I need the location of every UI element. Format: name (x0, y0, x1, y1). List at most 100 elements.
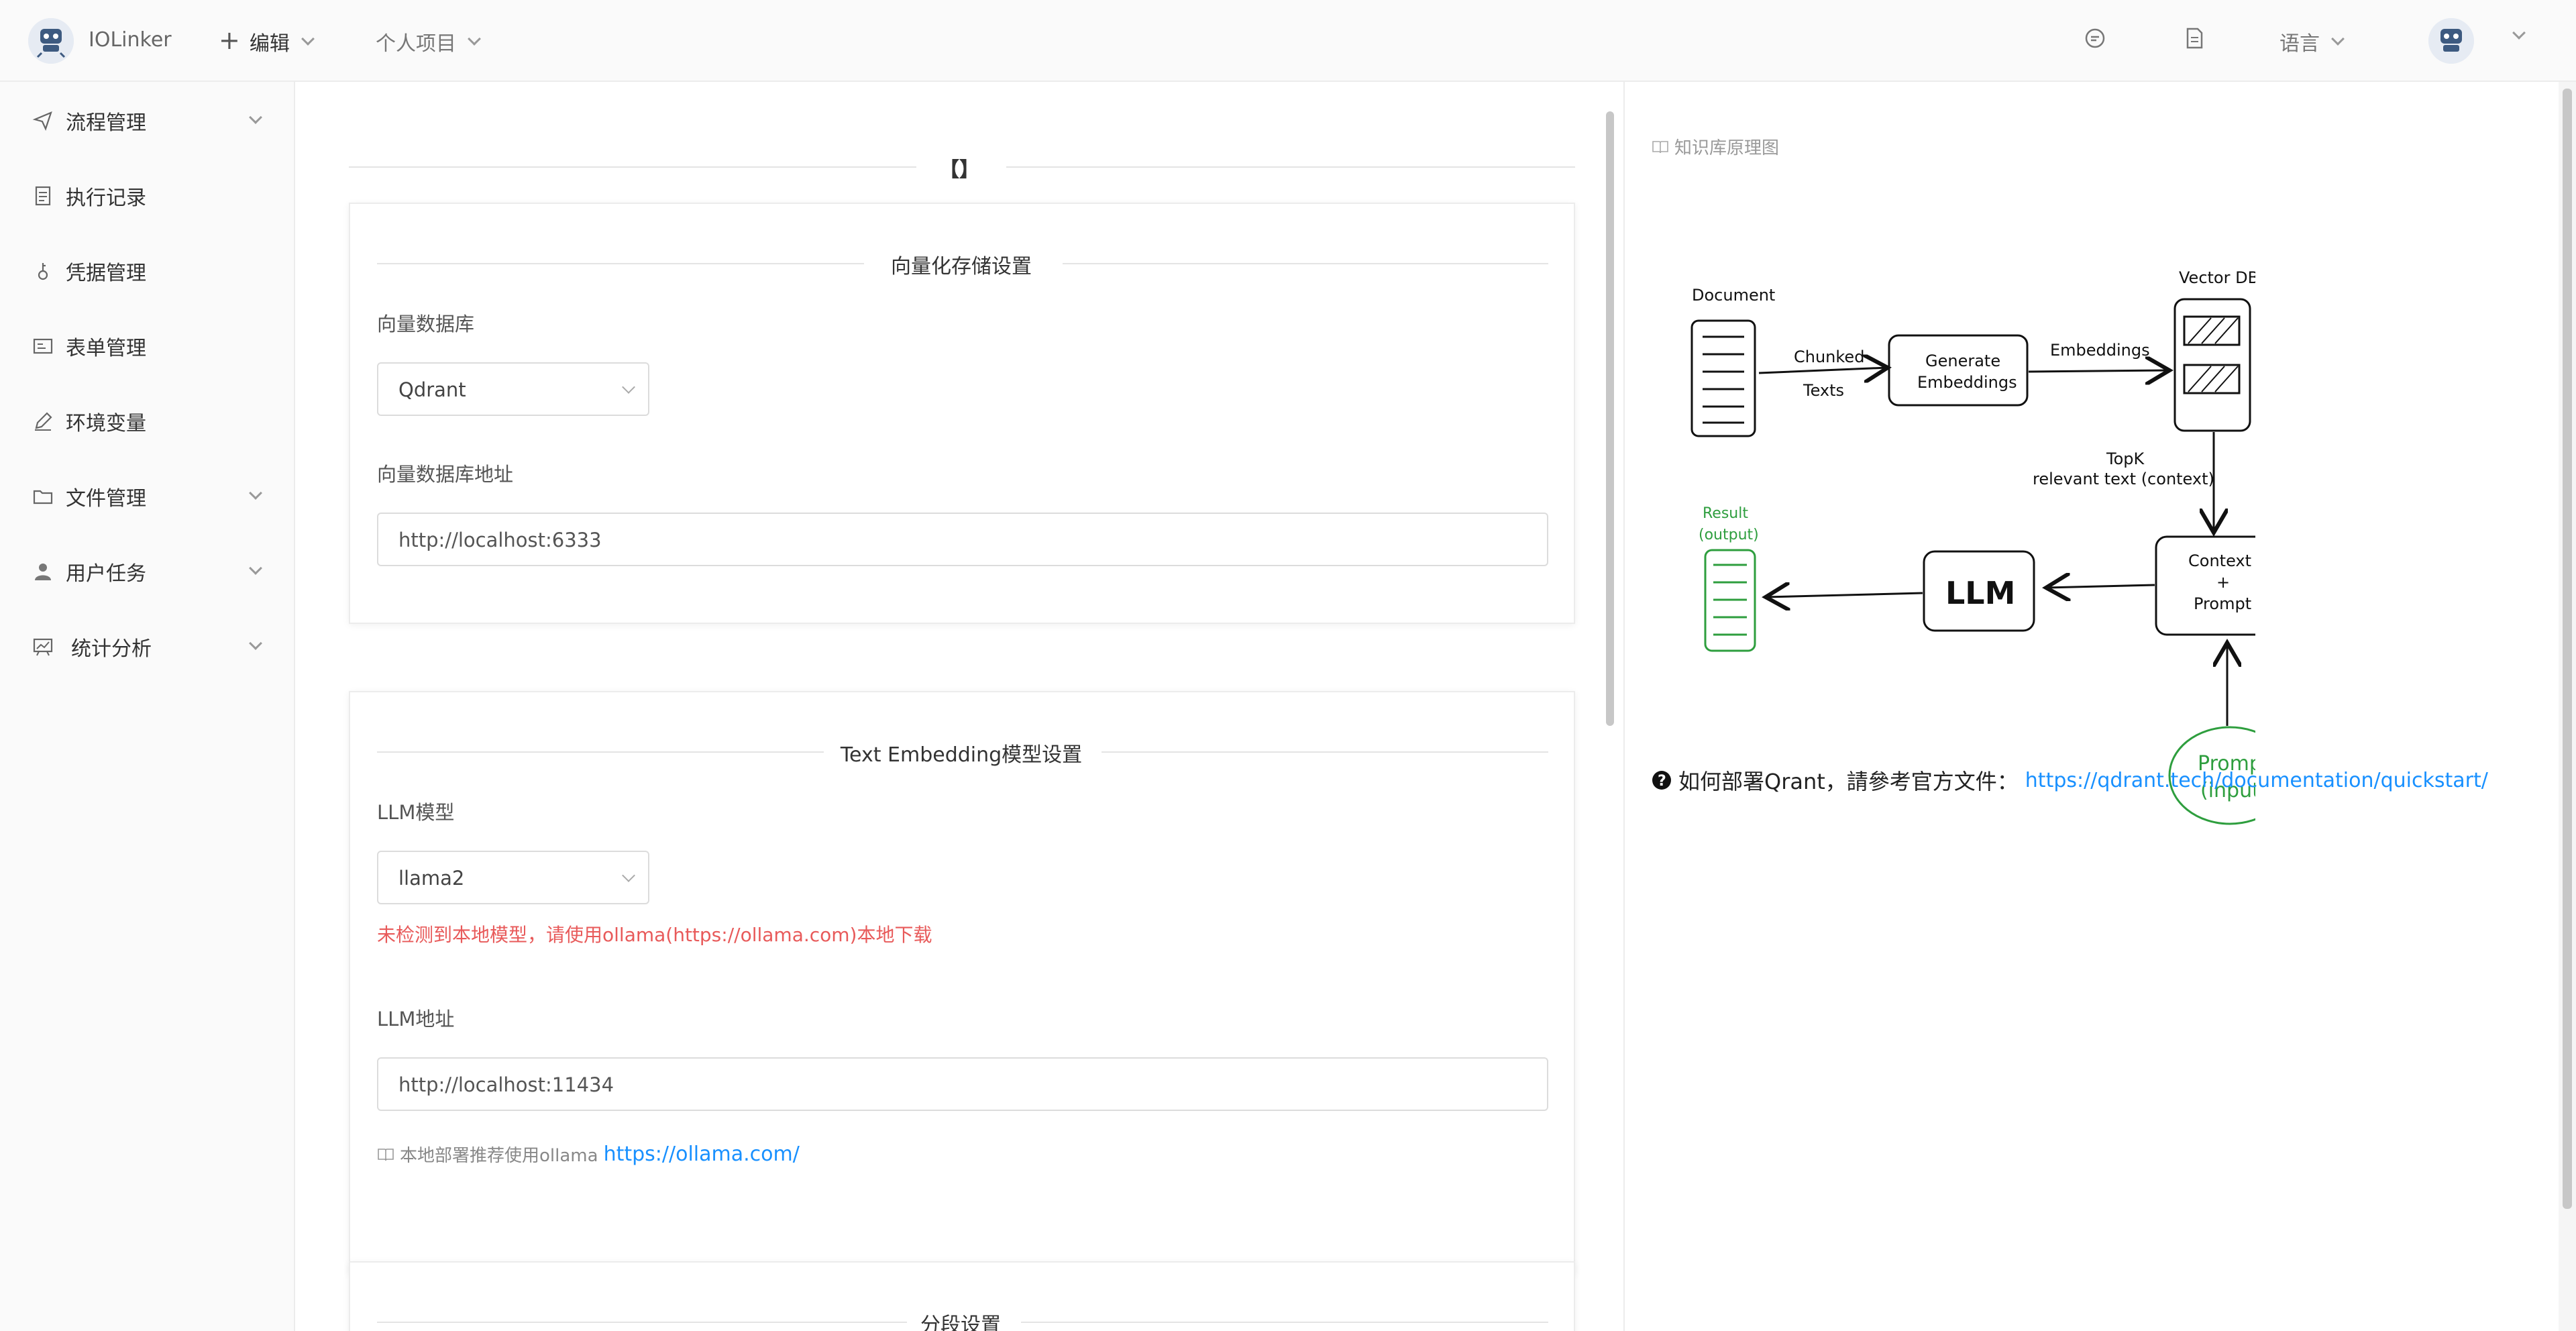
vector-db-slot (2183, 364, 2241, 394)
llm-addr-value: http://localhost:11434 (398, 1073, 614, 1096)
model-error-text: 未检测到本地模型，请使用ollama(https://ollama.com)本地… (377, 924, 932, 946)
qdrant-docs-link[interactable]: https://qdrant.tech/documentation/quicks… (2025, 768, 2488, 792)
chevron-down-icon (301, 32, 315, 46)
result-shape (1704, 549, 1756, 652)
message-icon[interactable] (2084, 27, 2106, 50)
divider (377, 1322, 907, 1323)
sidebar-item-flow[interactable]: 流程管理 (0, 94, 295, 148)
llm-model-select[interactable]: llama2 (377, 851, 649, 904)
language-menu[interactable]: 语言 (2279, 27, 2345, 56)
app-logo[interactable] (28, 18, 74, 64)
vector-db-addr-label: 向量数据库地址 (377, 463, 514, 486)
sidebar-item-env[interactable]: 环境变量 (0, 394, 295, 448)
context-label: Context (2188, 551, 2251, 570)
sidebar-item-label: 凭据管理 (66, 262, 146, 285)
llm-model-label: LLM模型 (377, 801, 455, 824)
top-header: IOLinker + 编辑 个人项目 语言 (0, 0, 2576, 82)
divider (1006, 166, 1575, 168)
ollama-link[interactable]: https://ollama.com/ (603, 1142, 800, 1166)
qdrant-help: ? 如何部署Qrant，請參考官方文件： https://qdrant.tech… (1652, 765, 2488, 796)
relevant-label: relevant text (context) (2033, 470, 2214, 488)
result-label: Result (1703, 505, 1748, 522)
book-icon (1652, 140, 1668, 153)
vector-db-hatch (2188, 317, 2239, 392)
user-avatar[interactable] (2428, 18, 2474, 64)
chevron-down-icon (622, 380, 635, 394)
sidebar-item-stats[interactable]: 统计分析 (0, 620, 295, 674)
sidebar-item-user-tasks[interactable]: 用户任务 (0, 545, 295, 598)
key-icon (38, 263, 48, 280)
section-title: 向量化存储设置 (891, 255, 1032, 278)
llm-model-value: llama2 (398, 867, 465, 890)
vector-db-select[interactable]: Qdrant (377, 362, 649, 416)
plus-label: + (2216, 573, 2230, 592)
scrollbar-thumb[interactable] (2563, 89, 2572, 1209)
input-label: (input) (2200, 779, 2255, 802)
section-title: Text Embedding模型设置 (840, 743, 1083, 767)
hint-text: 本地部署推荐使用ollama (400, 1146, 598, 1166)
chevron-down-icon (249, 562, 262, 575)
sidebar-item-forms[interactable]: 表单管理 (0, 319, 295, 373)
section-title: 分段设置 (920, 1314, 1001, 1331)
document-icon[interactable] (2183, 27, 2206, 50)
topk-label: TopK (2106, 449, 2145, 468)
avatar-chevron-down-icon[interactable] (2512, 26, 2526, 40)
llm-addr-input[interactable]: http://localhost:11434 (377, 1057, 1548, 1111)
document-lines (1703, 335, 1744, 424)
chevron-down-icon (249, 111, 262, 124)
form-icon (33, 338, 53, 354)
generate-embeddings-box (1888, 334, 2029, 407)
file-text-icon (35, 186, 51, 206)
vector-db-diagram-label: Vector DB (2179, 268, 2255, 287)
sidebar: 流程管理 执行记录 凭据管理 表单管理 环境变量 文件管理 用户任务 统计分析 (0, 82, 295, 1331)
folder-icon (33, 490, 53, 504)
panel-title: 知识库原理图 (1652, 134, 1779, 159)
scrollbar-thumb[interactable] (1606, 111, 1614, 726)
generate-label: Generate (1925, 352, 2000, 370)
plus-icon: + (219, 25, 240, 55)
vector-db-slot (2183, 315, 2241, 346)
llm-addr-label: LLM地址 (377, 1008, 455, 1030)
sidebar-item-files[interactable]: 文件管理 (0, 470, 295, 523)
question-circle-icon: ? (1652, 771, 1671, 790)
divider (1021, 1322, 1548, 1323)
book-icon (378, 1148, 394, 1161)
main-scrollbar[interactable] (1603, 111, 1617, 1331)
chevron-down-icon (468, 32, 481, 46)
vector-db-addr-input[interactable]: http://localhost:6333 (377, 513, 1548, 566)
sidebar-item-label: 环境变量 (66, 412, 146, 435)
embedding-card: Text Embedding模型设置 LLM模型 llama2 未检测到本地模型… (349, 691, 1575, 1275)
edit-menu[interactable]: + 编辑 (219, 25, 315, 56)
help-text: 如何部署Qrant，請參考官方文件： (1678, 769, 2019, 794)
sidebar-item-label: 文件管理 (66, 487, 146, 511)
svg-text:?: ? (1658, 773, 1666, 790)
sidebar-item-credentials[interactable]: 凭据管理 (0, 244, 295, 298)
result-lines (1713, 564, 1747, 636)
chevron-down-icon (2331, 32, 2345, 46)
vector-storage-card: 向量化存储设置 向量数据库 Qdrant 向量数据库地址 http://loca… (349, 203, 1575, 624)
prompt-input-shape (2168, 726, 2255, 825)
prompt-label: Prompt (2194, 594, 2251, 613)
context-to-llm-arrow (2046, 585, 2155, 588)
sidebar-item-label: 执行记录 (66, 187, 146, 210)
segment-card: 分段设置 (349, 1261, 1575, 1331)
chunk-arrow (1758, 368, 1888, 373)
vector-db-shape (2174, 298, 2251, 432)
ollama-hint: 本地部署推荐使用ollama https://ollama.com/ (377, 1142, 800, 1167)
chevron-down-icon (249, 486, 262, 500)
user-icon (35, 564, 51, 580)
project-menu-label: 个人项目 (376, 32, 456, 56)
context-prompt-box (2155, 535, 2255, 636)
texts-label: Texts (1803, 381, 1844, 400)
divider (377, 751, 824, 753)
right-scrollbar[interactable] (2559, 82, 2576, 1331)
vector-db-value: Qdrant (398, 378, 466, 401)
edit-menu-label: 编辑 (249, 32, 290, 56)
embeddings-label: Embeddings (1917, 373, 2017, 392)
sidebar-item-records[interactable]: 执行记录 (0, 169, 295, 223)
sidebar-item-label: 表单管理 (66, 337, 146, 360)
project-menu[interactable]: 个人项目 (376, 27, 481, 56)
document-shape (1690, 319, 1756, 437)
divider (1102, 751, 1548, 753)
embeddings-arrow (2028, 370, 2169, 372)
